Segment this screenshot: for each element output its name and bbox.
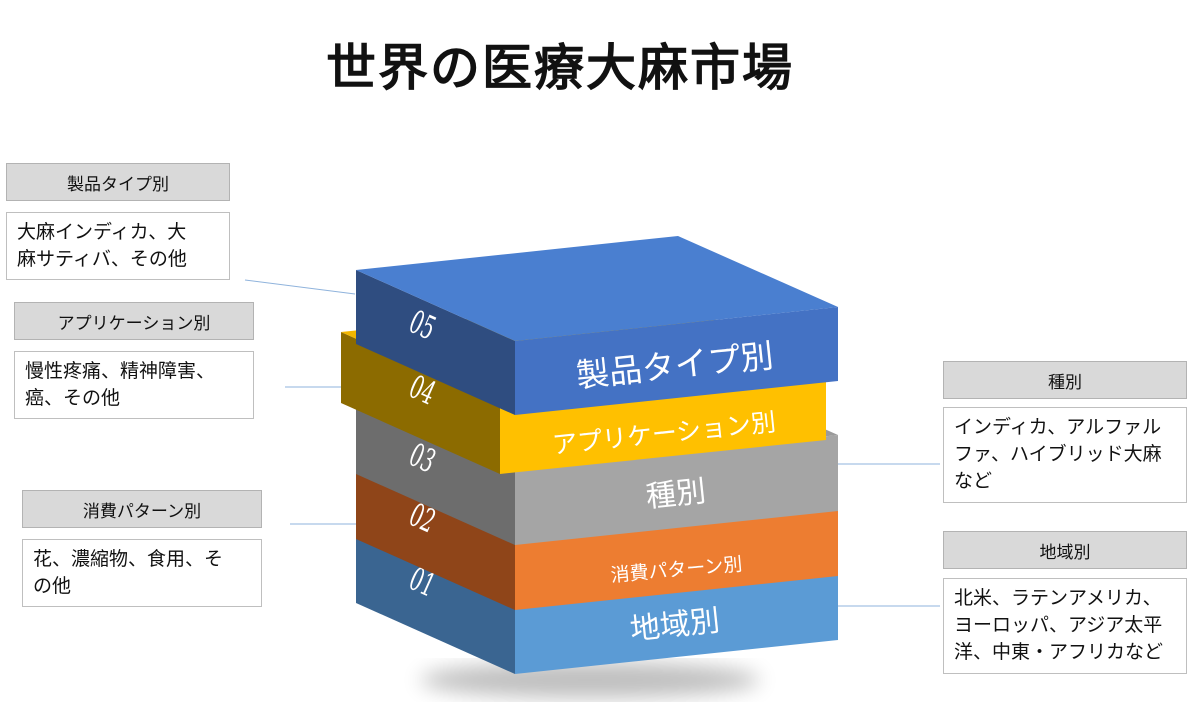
- page-title: 世界の医療大麻市場: [326, 39, 794, 97]
- callout-species-line-1: インディカ、アルファル: [954, 416, 1162, 438]
- callout-product-type-line-1: 大麻インディカ、大: [17, 221, 187, 243]
- callout-species-line-3: など: [954, 470, 993, 492]
- callout-consumption-header: 消費パターン別: [22, 490, 262, 528]
- layer-04-left: [341, 332, 500, 474]
- callout-application-header: アプリケーション別: [14, 302, 254, 340]
- layer-02-left: [356, 463, 515, 610]
- callout-product-type-header: 製品タイプ別: [6, 163, 230, 201]
- callout-consumption-box: 花、濃縮物、食用、そ の他: [22, 539, 262, 607]
- callout-region-header: 地域別: [943, 531, 1187, 569]
- layer-05: 05 製品タイプ別: [356, 236, 838, 415]
- layer-05-front: [515, 307, 838, 415]
- layer-01-left: [356, 531, 515, 674]
- layer-05-top: [356, 236, 838, 341]
- layer-05-left: [356, 270, 515, 415]
- layer-03-label: 種別: [644, 474, 707, 515]
- callout-consumption-line-2: の他: [33, 575, 72, 597]
- callout-region-box: 北米、ラテンアメリカ、 ヨーロッパ、アジア太平 洋、中東・アフリカなど: [943, 578, 1187, 674]
- callout-product-type-box: 大麻インディカ、大 麻サティバ、その他: [6, 212, 230, 280]
- callout-product-type-line-2: 麻サティバ、その他: [17, 248, 187, 270]
- callout-species-line-2: ファ、ハイブリッド大麻: [954, 443, 1162, 465]
- callout-application-line-2: 癌、その他: [25, 387, 121, 409]
- callout-region-line-2: ヨーロッパ、アジア太平: [954, 614, 1163, 636]
- callout-consumption-line-1: 花、濃縮物、食用、そ: [33, 548, 224, 570]
- callout-species-header: 種別: [943, 361, 1187, 399]
- stack-shadow: [420, 662, 760, 698]
- callout-application-box: 慢性疼痛、精神障害、 癌、その他: [14, 351, 254, 419]
- callout-species-box: インディカ、アルファル ファ、ハイブリッド大麻 など: [943, 407, 1187, 503]
- callout-region-line-3: 洋、中東・アフリカなど: [954, 641, 1164, 663]
- connector-product-type: [244, 279, 356, 295]
- layer-03-left: [356, 398, 515, 545]
- callout-application-line-1: 慢性疼痛、精神障害、: [25, 360, 216, 382]
- callout-region-line-1: 北米、ラテンアメリカ、: [954, 587, 1162, 609]
